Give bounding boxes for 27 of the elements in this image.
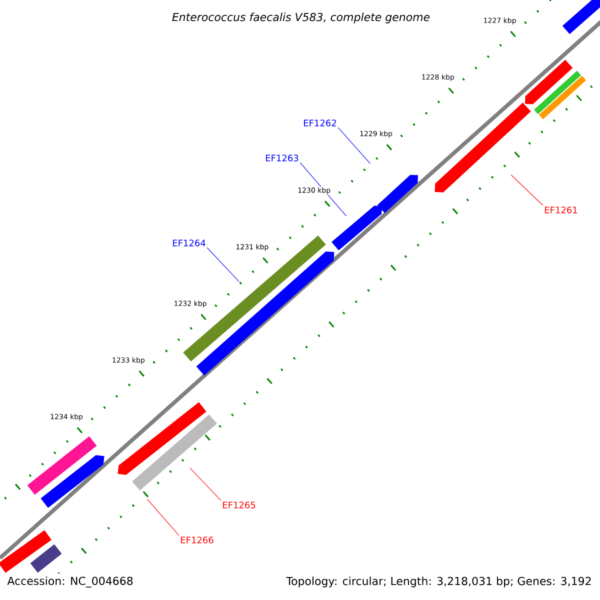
gene-block bbox=[434, 102, 531, 192]
summary-label: Topology: circular; Length: 3,218,031 bp; Genes: 3,192 bbox=[286, 576, 591, 588]
gene-block bbox=[524, 60, 573, 104]
leader-line bbox=[338, 127, 371, 164]
gene-block bbox=[0, 530, 52, 573]
gene-block bbox=[40, 455, 104, 508]
leader-line bbox=[146, 498, 180, 536]
gene-label: EF1262 bbox=[304, 120, 336, 126]
accession-label: Accession: NC_004668 bbox=[4, 574, 136, 590]
title: Enterococcus faecalis V583, complete genome bbox=[172, 12, 430, 24]
gene-block bbox=[132, 414, 217, 491]
gene-label: EF1265 bbox=[223, 502, 256, 508]
gene-label: EF1266 bbox=[181, 536, 214, 544]
gene-label: EF1263 bbox=[266, 154, 298, 162]
gene-block bbox=[562, 0, 600, 34]
gene-block bbox=[377, 174, 418, 214]
gene-block bbox=[30, 544, 62, 573]
gene-label: EF1264 bbox=[173, 240, 206, 246]
leader-line bbox=[206, 247, 240, 282]
gene-label: EF1261 bbox=[545, 206, 578, 214]
gene-block bbox=[118, 402, 206, 475]
gene-block bbox=[27, 436, 97, 495]
leader-line bbox=[190, 468, 222, 501]
leader-line bbox=[510, 174, 544, 206]
gene-block bbox=[196, 252, 334, 376]
leader-line bbox=[300, 162, 347, 216]
gene-block bbox=[332, 206, 382, 250]
